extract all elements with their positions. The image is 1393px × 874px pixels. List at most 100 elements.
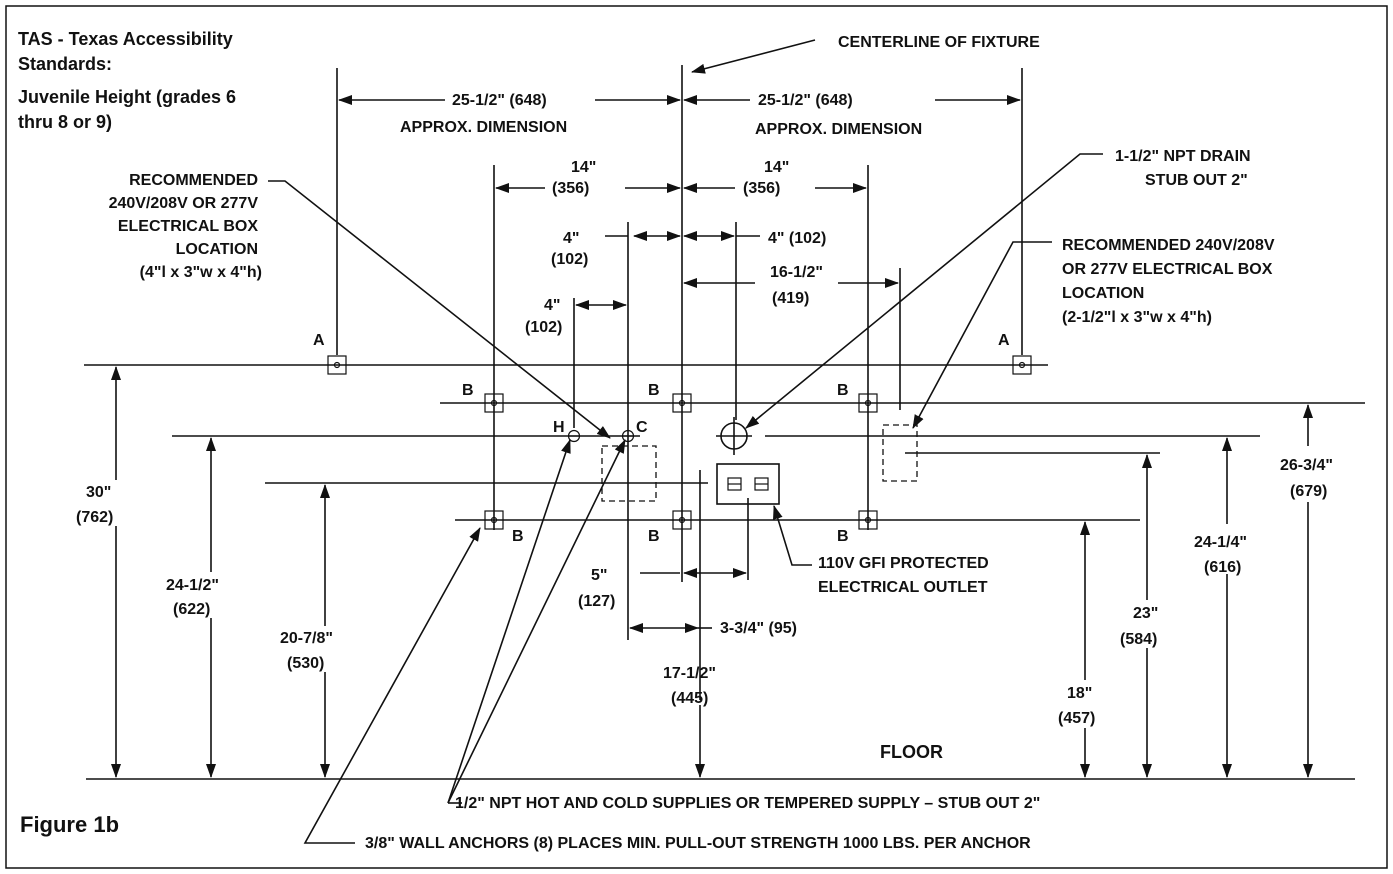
anchor-b-bottom-center: B xyxy=(648,510,692,545)
dim-23-mm: (584) xyxy=(1120,631,1157,648)
callout-right-box-line-3: LOCATION xyxy=(1062,285,1144,302)
dim-20-7-8: 20-7/8" xyxy=(280,630,333,647)
dim-4-top-right: 4" (102) xyxy=(768,230,826,247)
anchor-b-top-center: B xyxy=(648,382,692,413)
hot-supply-icon: H xyxy=(553,419,581,443)
centerline-label: CENTERLINE OF FIXTURE xyxy=(838,34,1040,51)
dim-3-3-4: 3-3/4" (95) xyxy=(720,620,797,637)
dim-14-right-mm: (356) xyxy=(743,180,780,197)
dim-30-vertical: 30" (762) xyxy=(76,366,150,778)
marker-b-top-left: B xyxy=(462,382,474,399)
marker-b-bottom-center: B xyxy=(648,528,660,545)
anchor-a-left: A xyxy=(313,332,347,375)
dim-30: 30" xyxy=(86,484,111,501)
marker-b-bottom-left: B xyxy=(512,528,524,545)
callout-drain-line-2: STUB OUT 2" xyxy=(1145,172,1248,189)
dim-approx-right: APPROX. DIMENSION xyxy=(755,121,922,138)
dim-approx-left: APPROX. DIMENSION xyxy=(400,119,567,136)
right-electrical-box xyxy=(882,424,918,482)
title-line-1: TAS - Texas Accessibility xyxy=(18,29,233,49)
callout-outlet-line-1: 110V GFI PROTECTED xyxy=(818,555,989,572)
reference-lines xyxy=(84,364,1365,780)
dim-4-lower-mm: (102) xyxy=(525,319,562,336)
dim-14-right: 14" xyxy=(764,159,789,176)
dim-26-3-4-vertical: 26-3/4" (679) xyxy=(1272,404,1360,778)
anchor-b-top-left: B xyxy=(462,382,504,413)
marker-c: C xyxy=(636,419,648,436)
callout-right-electrical-box: RECOMMENDED 240V/208V OR 277V ELECTRICAL… xyxy=(912,237,1275,429)
dim-14-left: 14" xyxy=(571,159,596,176)
anchor-b-top-right: B xyxy=(837,382,878,413)
dim-24-quarter-vertical: 24-1/4" (616) xyxy=(1188,437,1268,778)
title-line-2: Standards: xyxy=(18,54,112,74)
dim-17-half-vertical: 17-1/2" (445) xyxy=(663,665,716,778)
marker-a-right: A xyxy=(998,332,1010,349)
dim-4-lower: 4" xyxy=(544,297,560,314)
callout-supplies-text: 1/2" NPT HOT AND COLD SUPPLIES OR TEMPER… xyxy=(455,795,1040,812)
callout-drain-line-1: 1-1/2" NPT DRAIN xyxy=(1115,148,1251,165)
dim-20-7-8-vertical: 20-7/8" (530) xyxy=(274,484,374,778)
dim-30-mm: (762) xyxy=(76,509,113,526)
callout-outlet-line-2: ELECTRICAL OUTLET xyxy=(818,579,988,596)
anchor-b-bottom-left: B xyxy=(484,510,524,545)
dim-5-mm: (127) xyxy=(578,593,615,610)
dim-left-wide: 25-1/2" (648) xyxy=(452,92,547,109)
dim-17-half: 17-1/2" xyxy=(663,665,716,682)
callout-left-box-line-2: 240V/208V OR 277V xyxy=(109,195,259,212)
callout-gfi-outlet: 110V GFI PROTECTED ELECTRICAL OUTLET xyxy=(773,505,989,596)
callout-left-electrical-box: RECOMMENDED 240V/208V OR 277V ELECTRICAL… xyxy=(109,172,611,439)
dim-26-3-4: 26-3/4" xyxy=(1280,457,1333,474)
callout-anchors-text: 3/8" WALL ANCHORS (8) PLACES MIN. PULL-O… xyxy=(365,835,1031,852)
marker-b-top-center: B xyxy=(648,382,660,399)
floor-label: FLOOR xyxy=(880,742,943,762)
dim-23-vertical: 23" (584) xyxy=(1114,454,1180,778)
dim-4-top-left-mm: (102) xyxy=(551,251,588,268)
top-wide-dimension: 25-1/2" (648) 25-1/2" (648) APPROX. DIME… xyxy=(336,68,1023,355)
dim-18: 18" xyxy=(1067,685,1092,702)
gfi-outlet-icon xyxy=(699,463,780,700)
anchor-a-right: A xyxy=(998,332,1032,375)
marker-b-top-right: B xyxy=(837,382,849,399)
dim-5: 5" xyxy=(591,567,607,584)
dim-17-half-mm: (445) xyxy=(671,690,708,707)
dim-18-mm: (457) xyxy=(1058,710,1095,727)
dim-24-half-mm: (622) xyxy=(173,601,210,618)
callout-left-box-line-1: RECOMMENDED xyxy=(129,172,258,189)
dim-24-half: 24-1/2" xyxy=(166,577,219,594)
marker-a-left: A xyxy=(313,332,325,349)
cold-supply-icon: C xyxy=(621,419,648,443)
anchor-b-bottom-right: B xyxy=(837,510,878,545)
dim-14-left-mm: (356) xyxy=(552,180,589,197)
title-block: TAS - Texas Accessibility Standards: Juv… xyxy=(18,29,236,132)
dim-16-half-mm: (419) xyxy=(772,290,809,307)
callout-left-box-line-5: (4"l x 3"w x 4"h) xyxy=(140,264,262,281)
dim-24-quarter: 24-1/4" xyxy=(1194,534,1247,551)
sixteen-half-dimension: 16-1/2" (419) xyxy=(683,264,901,410)
left-electrical-box xyxy=(601,445,657,502)
marker-b-bottom-right: B xyxy=(837,528,849,545)
dim-right-wide: 25-1/2" (648) xyxy=(758,92,853,109)
centerline: CENTERLINE OF FIXTURE xyxy=(681,34,1040,582)
dim-24-half-vertical: 24-1/2" (622) xyxy=(160,437,260,778)
fourteen-inch-dimensions: 14" (356) 14" (356) xyxy=(493,159,869,530)
drain-icon xyxy=(716,417,752,455)
callout-supplies: 1/2" NPT HOT AND COLD SUPPLIES OR TEMPER… xyxy=(447,439,1040,812)
callout-left-box-line-4: LOCATION xyxy=(176,241,258,258)
dim-26-3-4-mm: (679) xyxy=(1290,483,1327,500)
dim-23: 23" xyxy=(1133,605,1158,622)
callout-wall-anchors: 3/8" WALL ANCHORS (8) PLACES MIN. PULL-O… xyxy=(303,527,1031,852)
title-line-3: Juvenile Height (grades 6 xyxy=(18,87,236,107)
callout-right-box-line-2: OR 277V ELECTRICAL BOX xyxy=(1062,261,1273,278)
dim-16-half: 16-1/2" xyxy=(770,264,823,281)
diagram-border xyxy=(5,5,1388,869)
dim-4-top-left: 4" xyxy=(563,230,579,247)
four-inch-dimensions: 4" (102) 4" (102) 4" (102) xyxy=(525,222,826,640)
figure-label: Figure 1b xyxy=(20,812,119,837)
callout-drain: 1-1/2" NPT DRAIN STUB OUT 2" xyxy=(745,148,1251,429)
callout-right-box-line-4: (2-1/2"l x 3"w x 4"h) xyxy=(1062,309,1212,326)
lower-center-dimensions: 5" (127) 3-3/4" (95) xyxy=(578,567,797,637)
dim-18-vertical: 18" (457) xyxy=(1052,521,1118,778)
callout-left-box-line-3: ELECTRICAL BOX xyxy=(118,218,258,235)
marker-h: H xyxy=(553,419,565,436)
